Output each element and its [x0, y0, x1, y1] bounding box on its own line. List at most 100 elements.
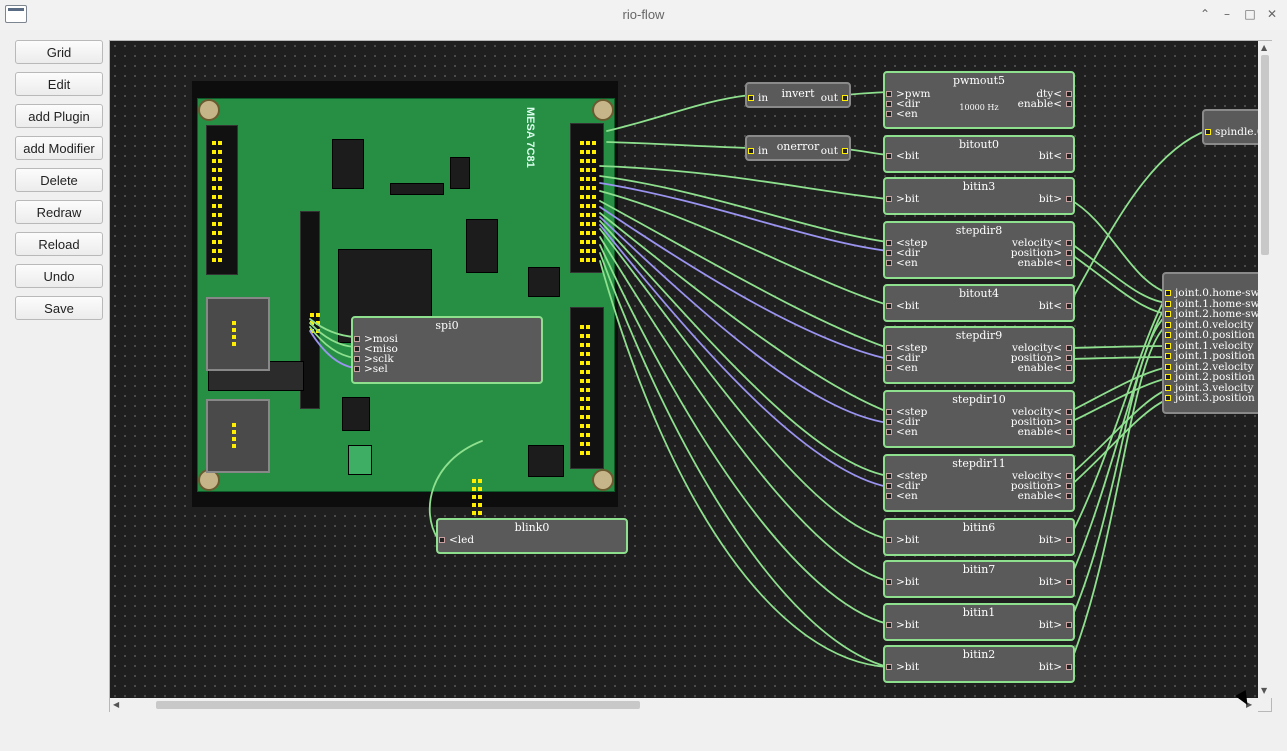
port-output[interactable]: velocity<	[1011, 342, 1073, 354]
port-output[interactable]: position>	[1010, 247, 1073, 259]
node-spindle[interactable]: spindle.0	[1202, 109, 1258, 145]
port-output[interactable]: enable<	[1017, 98, 1073, 110]
port-joint[interactable]: joint.2.velocity	[1165, 360, 1254, 373]
node-bitout4[interactable]: bitout4 <bit bit<	[883, 284, 1075, 322]
port-joint[interactable]: joint.3.position	[1165, 392, 1255, 404]
node-stepdir8[interactable]: stepdir8 <step <dir <en velocity< positi…	[883, 221, 1075, 279]
port-input[interactable]: >pwm	[885, 88, 931, 100]
save-button[interactable]: Save	[15, 296, 103, 320]
node-blink0[interactable]: blink0 <led	[436, 518, 628, 554]
scroll-down-icon[interactable]: ▼	[1261, 686, 1268, 695]
node-bitin1[interactable]: bitin1 >bit bit>	[883, 603, 1075, 641]
node-bitin3[interactable]: bitin3 >bit bit>	[883, 177, 1075, 215]
minimize-icon[interactable]: –	[1224, 7, 1230, 21]
port-joint[interactable]: joint.2.home-sw	[1164, 308, 1258, 320]
port-output[interactable]: enable<	[1017, 362, 1073, 374]
port-input[interactable]: <dir	[886, 480, 920, 492]
port-output[interactable]: bit>	[1038, 534, 1073, 546]
reload-button[interactable]: Reload	[15, 232, 103, 256]
port-joint[interactable]: joint.1.home-sw	[1164, 297, 1258, 310]
port-input[interactable]: <bit	[885, 150, 920, 162]
scroll-left-icon[interactable]: ◀	[113, 700, 120, 709]
port-joint[interactable]: joint.0.home-sw	[1164, 287, 1258, 299]
port-input[interactable]: >sel	[354, 363, 388, 375]
node-stepdir9[interactable]: stepdir9 <step <dir <en velocity< positi…	[883, 326, 1075, 384]
port-output[interactable]: bit<	[1038, 150, 1073, 162]
maximize-icon[interactable]: □	[1244, 7, 1256, 21]
horizontal-scrollbar[interactable]: ◀ ▶	[110, 698, 1258, 712]
port-in[interactable]: in	[747, 92, 769, 104]
port-input[interactable]: <step	[885, 342, 928, 354]
port-output[interactable]: position>	[1010, 480, 1073, 492]
port-output[interactable]: velocity<	[1011, 470, 1073, 482]
node-bitin2[interactable]: bitin2 >bit bit>	[883, 645, 1075, 683]
port-in[interactable]: in	[747, 145, 769, 157]
port-input[interactable]: <step	[885, 406, 928, 418]
redraw-button[interactable]: Redraw	[15, 200, 103, 224]
port-input[interactable]: <bit	[885, 300, 920, 312]
port-joint[interactable]: joint.1.velocity	[1165, 339, 1254, 352]
port-output[interactable]: enable<	[1017, 257, 1073, 269]
scroll-right-icon[interactable]: ▶	[1246, 700, 1253, 709]
node-stepdir11[interactable]: stepdir11 <step <dir <en velocity< posit…	[883, 454, 1075, 512]
port-input[interactable]: >bit	[885, 619, 920, 631]
port-input[interactable]: >bit	[885, 576, 920, 588]
port-output[interactable]: velocity<	[1011, 237, 1073, 249]
grid-button[interactable]: Grid	[15, 40, 103, 64]
port-spindle[interactable]: spindle.0	[1205, 127, 1258, 138]
port-input[interactable]: <en	[886, 362, 918, 374]
edit-button[interactable]: Edit	[15, 72, 103, 96]
node-bitin6[interactable]: bitin6 >bit bit>	[883, 518, 1075, 556]
port-input[interactable]: <dir	[886, 416, 920, 428]
port-input[interactable]: <en	[886, 108, 918, 120]
port-joint[interactable]: joint.0.position	[1165, 329, 1255, 341]
port-input[interactable]: <led	[438, 534, 475, 546]
scroll-up-icon[interactable]: ▲	[1261, 43, 1268, 52]
port-input[interactable]: >mosi	[354, 333, 398, 345]
port-output[interactable]: bit<	[1038, 300, 1073, 312]
undo-button[interactable]: Undo	[15, 264, 103, 288]
port-joint[interactable]: joint.1.position	[1165, 350, 1255, 362]
add-plugin-button[interactable]: add Plugin	[15, 104, 103, 128]
node-spi0[interactable]: spi0 >mosi <miso >sclk >sel	[351, 316, 543, 384]
vertical-scrollbar[interactable]: ▲ ▼	[1258, 41, 1272, 698]
port-input[interactable]: <miso	[354, 343, 398, 355]
node-pwmout5[interactable]: pwmout5 >pwm <dir <en dty< enable< 10000…	[883, 71, 1075, 129]
port-output[interactable]: bit>	[1038, 619, 1073, 631]
port-input[interactable]: <step	[885, 237, 928, 249]
port-input[interactable]: <en	[886, 426, 918, 438]
port-output[interactable]: bit>	[1038, 576, 1073, 588]
port-output[interactable]: dty<	[1036, 88, 1072, 100]
port-out[interactable]: out	[820, 145, 849, 157]
port-output[interactable]: bit>	[1038, 661, 1073, 673]
port-output[interactable]: position>	[1010, 352, 1073, 364]
node-bitout0[interactable]: bitout0 <bit bit<	[883, 135, 1075, 173]
port-joint[interactable]: joint.0.velocity	[1165, 318, 1254, 331]
node-onerror[interactable]: onerror in out	[745, 135, 851, 161]
node-invert[interactable]: invert in out	[745, 82, 851, 108]
horizontal-scroll-thumb[interactable]	[156, 701, 640, 709]
close-icon[interactable]: ✕	[1266, 7, 1278, 21]
port-output[interactable]: position>	[1010, 416, 1073, 428]
vertical-scroll-thumb[interactable]	[1261, 55, 1269, 255]
port-input[interactable]: <en	[886, 490, 918, 502]
board-image[interactable]: MESA 7C81	[192, 81, 618, 515]
shade-icon[interactable]: ⌃	[1199, 7, 1211, 21]
port-input[interactable]: <dir	[886, 247, 920, 259]
port-input[interactable]: <en	[886, 257, 918, 269]
node-stepdir10[interactable]: stepdir10 <step <dir <en velocity< posit…	[883, 390, 1075, 448]
port-joint[interactable]: joint.2.position	[1165, 371, 1255, 383]
add-modifier-button[interactable]: add Modifier	[15, 136, 103, 160]
delete-button[interactable]: Delete	[15, 168, 103, 192]
node-bitin7[interactable]: bitin7 >bit bit>	[883, 560, 1075, 598]
port-output[interactable]: bit>	[1038, 193, 1073, 205]
port-joint[interactable]: joint.3.velocity	[1165, 381, 1254, 394]
port-input[interactable]: <dir	[886, 352, 920, 364]
port-input[interactable]: >bit	[885, 661, 920, 673]
port-input[interactable]: >bit	[885, 193, 920, 205]
app-icon[interactable]	[5, 5, 27, 23]
port-output[interactable]: velocity<	[1011, 406, 1073, 418]
port-input[interactable]: >bit	[885, 534, 920, 546]
port-input[interactable]: >sclk	[354, 353, 394, 365]
